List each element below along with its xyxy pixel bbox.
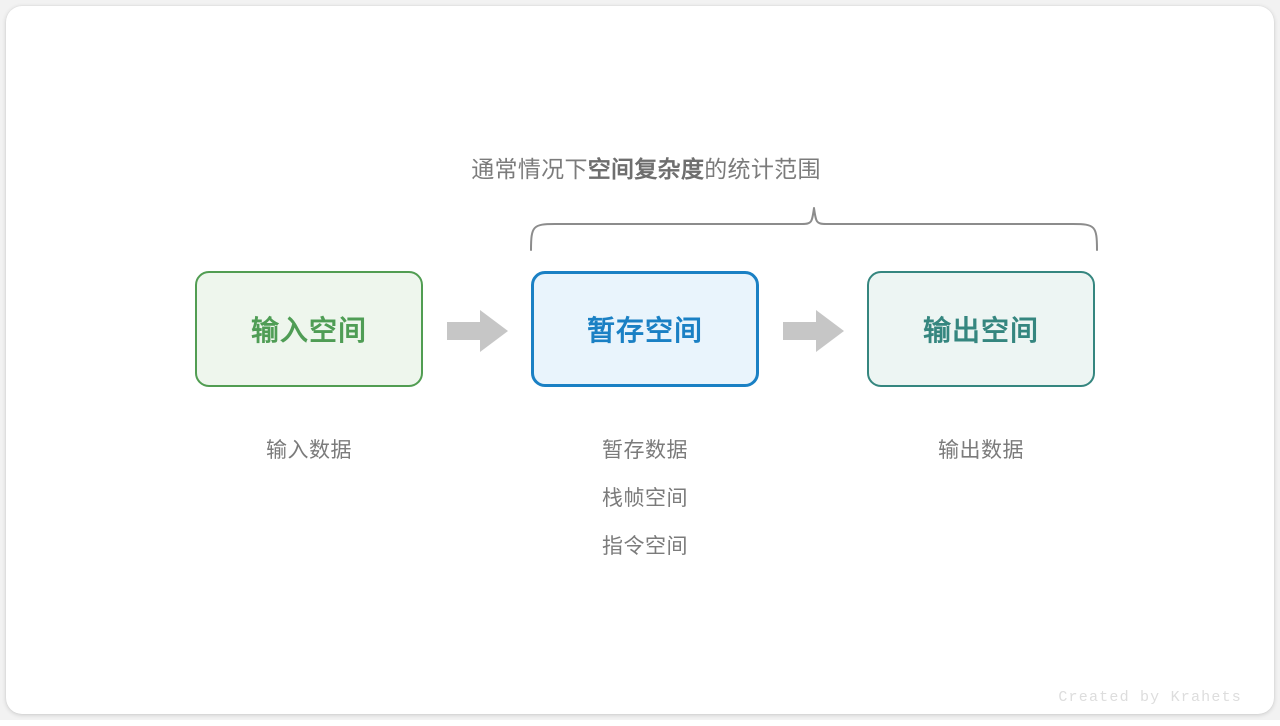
column-labels-output: 输出数据 <box>867 427 1095 475</box>
brace-caption: 通常情况下空间复杂度的统计范围 <box>6 152 1280 186</box>
column-labels-input: 输入数据 <box>195 427 423 475</box>
column-label-temp-0: 暂存数据 <box>602 439 688 462</box>
curly-brace <box>530 207 1098 251</box>
column-label-temp-1: 栈帧空间 <box>602 487 688 510</box>
diagram-canvas: 通常情况下空间复杂度的统计范围 输入空间 暂存空间 输出空间 <box>6 6 1280 726</box>
box-input-space[interactable]: 输入空间 <box>195 271 423 387</box>
box-input-space-label: 输入空间 <box>250 315 367 346</box>
column-labels-temp: 暂存数据 栈帧空间 指令空间 <box>531 427 759 571</box>
column-label-output-0: 输出数据 <box>938 439 1024 462</box>
watermark-credit: Created by Krahets <box>1058 689 1242 706</box>
box-output-space[interactable]: 输出空间 <box>867 271 1095 387</box>
arrow-right-icon-2 <box>783 310 844 352</box>
caption-prefix: 通常情况下 <box>471 156 588 182</box>
box-temp-space-label: 暂存空间 <box>586 315 703 346</box>
box-temp-space[interactable]: 暂存空间 <box>531 271 759 387</box>
box-output-space-label: 输出空间 <box>922 315 1039 346</box>
diagram-card: 通常情况下空间复杂度的统计范围 输入空间 暂存空间 输出空间 <box>6 6 1274 714</box>
column-label-temp-2: 指令空间 <box>602 535 688 558</box>
caption-emphasis: 空间复杂度 <box>587 156 705 182</box>
arrow-right-icon-1 <box>447 310 508 352</box>
column-label-input-0: 输入数据 <box>266 439 352 462</box>
caption-suffix: 的统计范围 <box>704 156 821 182</box>
